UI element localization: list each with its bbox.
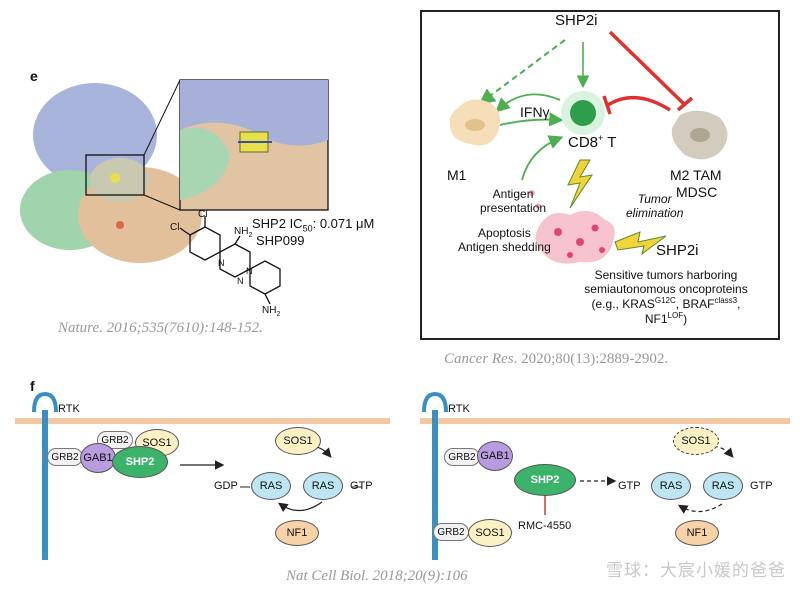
m2-inhibit-cd8-line [607,95,671,112]
ligand-mark [110,173,120,183]
immune-diagram [449,30,728,264]
cd8-to-m1-arrow [495,93,561,113]
citation-nature: Nature. 2016;535(7610):148-152. [58,320,263,336]
ras-right-1: RAS [651,472,691,500]
grb2-right-a: GRB2 [444,448,480,466]
panel-e-label: e [30,68,38,84]
shp099-chemical-structure [179,216,281,305]
rtk-right-stem [432,410,438,560]
ras-left-2: RAS [303,472,343,500]
m2-tam-label: M2 TAM [670,167,722,183]
nf1-cycle-arrow [278,501,323,513]
membrane-left [15,418,390,424]
struct-label-n1: N [218,258,225,268]
rtk-right-receptor [422,391,448,413]
zoom-box [85,154,145,196]
rmc-4550-label: RMC-4550 [518,520,572,532]
ifn-gamma-label: IFNγ [520,104,550,120]
ras-left-1: RAS [251,472,291,500]
citation-nat-cell-biol: Nat Cell Biol. 2018;20(9):106 [286,568,468,584]
immune-diagram-frame [420,10,780,340]
shp2i-inhibit-m2-line [608,30,687,107]
cd8-nucleus [570,100,596,126]
zoom-line-bottom [143,194,181,211]
shp2i-top-label: SHP2i [555,12,598,29]
sos1-left-b: SOS1 [275,427,321,455]
panel-f-label: f [30,378,35,394]
struct-label-n2: N [237,276,244,286]
shp2-right: SHP2 [514,464,576,496]
sos1-right-b: SOS1 [673,427,719,455]
shp2-protein-structure [20,79,329,305]
tumor-mass [535,211,615,264]
compound-ic50: SHP2 IC50: 0.071 μM [252,216,375,234]
tunnel-site [90,158,150,202]
cd8-label: CD8+ T [568,133,617,151]
m2-inhibit-cd8-bar [602,95,612,115]
gab1-right: GAB1 [477,441,513,471]
m1-label: M1 [447,167,467,183]
grb2-right-b: GRB2 [433,523,469,541]
mdsc-label: MDSC [676,184,718,200]
gtp-left-label: GTP [350,480,373,492]
grb2-left-a: GRB2 [47,448,83,466]
zoom-inset [179,79,329,211]
nf1-dashed-cycle-arrow [677,503,723,514]
catalytic-site [116,221,124,229]
protein-surface [20,83,202,263]
rtk-left-receptor [32,391,58,413]
nf1-right: NF1 [675,520,719,546]
sensitive-tumors-text: Sensitive tumors harboring semiautonomou… [584,268,748,326]
gab1-left: GAB1 [80,443,116,473]
struct-label-nh2-top: NH2 [234,226,253,239]
struct-label-cl1: Cl [170,222,180,233]
gtp-right-right-label: GTP [750,480,773,492]
rtk-left-label: RTK [58,403,80,415]
lightning-bolt-bottom [614,231,667,256]
shp2i-inhibit-m2-bar [676,96,694,112]
gtp-right-left-label: GTP [618,480,641,492]
citation-cancer-res: Cancer Res. 2020;80(13):2889-2902. [444,351,669,367]
struct-label-cl2: Cl [198,209,208,220]
lightning-bolt-top [567,159,594,209]
compound-name: SHP099 [256,233,305,248]
watermark: 雪球：大宸小媛的爸爸 [606,561,786,580]
antigen-presentation-arrow [521,135,564,181]
struct-label-n3: N [246,266,253,276]
zoom-line-top [143,79,181,156]
shp2i-bottom-label: SHP2i [656,242,699,259]
shp2-left: SHP2 [112,446,168,478]
shp2i-to-m1-arrow [478,39,566,105]
m1-to-cd8-arrow [499,112,564,127]
sos1-right-a: SOS1 [468,519,512,547]
rtk-right-label: RTK [448,403,470,415]
ras-right-2: RAS [703,472,743,500]
gdp-label: GDP [214,480,238,492]
membrane-right [420,418,790,424]
struct-label-nh2-bottom: NH2 [262,305,281,318]
rtk-left-stem [42,410,48,560]
nf1-left: NF1 [275,520,319,546]
